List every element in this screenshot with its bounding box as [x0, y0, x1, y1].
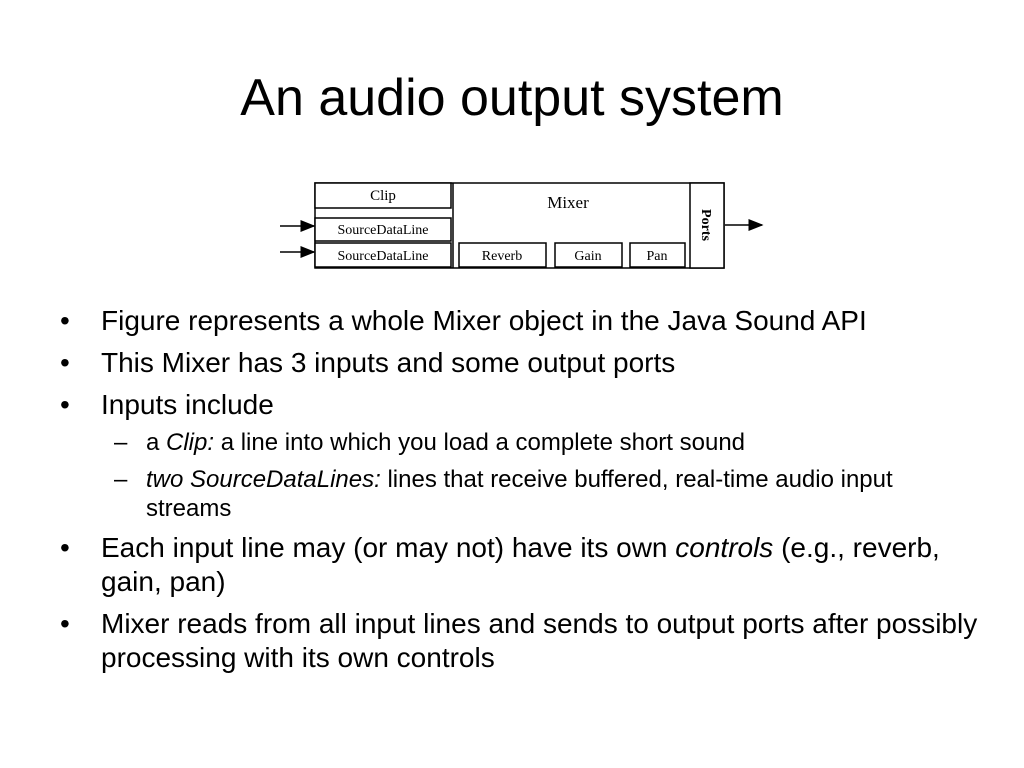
mixer-label: Mixer [547, 193, 589, 212]
sub-bullet-text: a line into which you load a complete sh… [214, 429, 746, 456]
bullet-text: Inputs include [101, 389, 274, 420]
clip-box [314, 182, 452, 209]
ports-label: Ports [698, 209, 713, 241]
bullet-marker: • [60, 347, 70, 378]
sub-bullet-item: – two SourceDataLines: lines that receiv… [114, 465, 980, 523]
bullet-text-after: (e.g., reverb, gain, pan) [101, 532, 940, 597]
gain-label: Gain [574, 249, 601, 264]
mixer-diagram: Clip SourceDataLine SourceDataLine Mixer… [278, 178, 768, 274]
slide-title: An audio output system [240, 69, 784, 127]
sub-bullet-item: – a Clip: a line into which you load a c… [114, 428, 980, 457]
ports-box [689, 182, 725, 269]
bullet-list: • Figure represents a whole Mixer object… [60, 304, 980, 683]
clip-label: Clip [370, 188, 396, 204]
sub-bullet-marker: – [114, 466, 128, 493]
bullet-marker: • [60, 608, 70, 639]
bullet-text: Mixer reads from all input lines and sen… [101, 608, 978, 673]
bullet-item: • Inputs include [60, 388, 980, 422]
sub-bullet-marker: – [114, 429, 128, 456]
sub-bullet-prefix: a [146, 429, 167, 456]
bullet-marker: • [60, 532, 70, 563]
bullet-text: Figure represents a whole Mixer object i… [101, 305, 867, 336]
sub-bullet-emphasis: Clip: [166, 429, 215, 456]
gain-box [554, 242, 623, 268]
mixer-diagram-svg: Clip SourceDataLine SourceDataLine Mixer… [280, 182, 764, 269]
bullet-item: • Each input line may (or may not) have … [60, 531, 980, 599]
source-data-line-1-box [314, 217, 452, 242]
bullet-item: • Figure represents a whole Mixer object… [60, 304, 980, 338]
reverb-box [458, 242, 547, 268]
source-data-line-2-label: SourceDataLine [338, 249, 429, 264]
bullet-text: This Mixer has 3 inputs and some output … [101, 347, 676, 378]
bullet-emphasis: controls [675, 532, 774, 563]
bullet-marker: • [60, 389, 70, 420]
sub-bullet-text: lines that receive buffered, real-time a… [146, 466, 893, 522]
bullet-text-before: Each input line may (or may not) have it… [101, 532, 676, 563]
sub-bullet-emphasis: two SourceDataLines: [146, 466, 381, 493]
bullet-marker: • [60, 305, 70, 336]
pan-box [629, 242, 686, 268]
source-data-line-1-label: SourceDataLine [338, 223, 429, 238]
source-data-line-2-box [314, 242, 452, 268]
bullet-item: • This Mixer has 3 inputs and some outpu… [60, 346, 980, 380]
reverb-label: Reverb [482, 249, 522, 264]
pan-label: Pan [647, 249, 668, 264]
bullet-item: • Mixer reads from all input lines and s… [60, 607, 980, 675]
